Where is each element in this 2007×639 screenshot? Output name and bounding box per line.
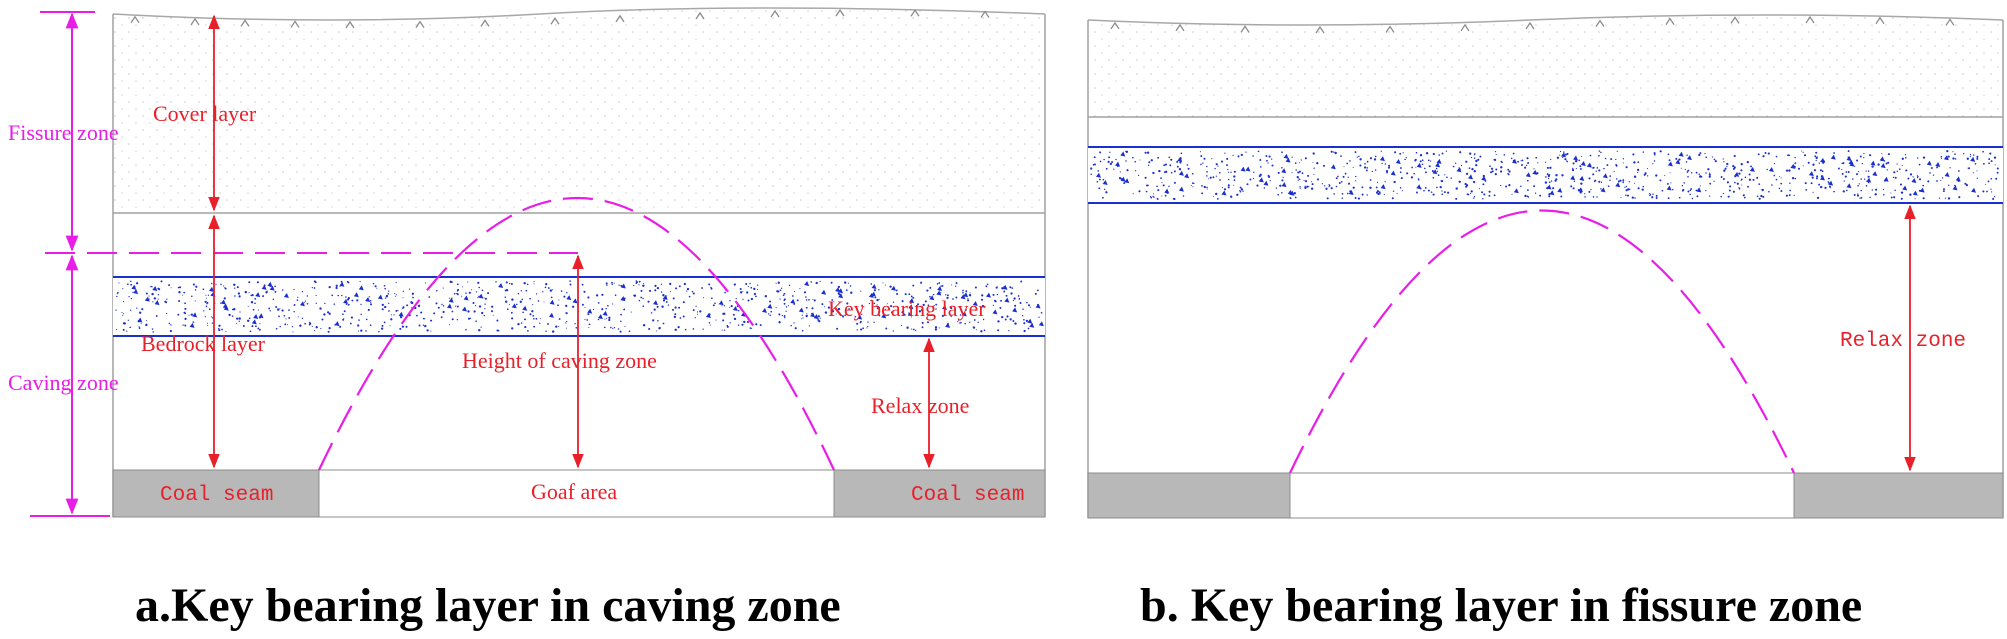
coal-seam-right-block-b [1793,472,2004,519]
cover-layer-region [113,8,1045,213]
goaf-area-label: Goaf area [531,479,617,504]
coal-seam-right-label: Coal seam [911,484,1024,507]
zone-brackets [30,11,110,517]
fissure-zone-label: Fissure zone [8,120,119,145]
caving-zone-label: Caving zone [8,370,119,395]
key-bearing-layer-texture [115,280,1044,333]
dimension-arrows [208,14,935,469]
coal-seam-left-block [112,469,320,518]
coal-seam-right-block [833,469,1046,518]
height-of-caving-zone-label: Height of caving zone [462,348,657,373]
caption-a: a.Key bearing layer in caving zone [135,579,841,632]
caving-arch-b [1289,209,1795,474]
goaf-area-block [318,469,835,518]
key-bearing-layer-band-b [1088,147,2003,203]
bedrock-layer-label: Bedrock layer [141,331,266,356]
panel-a: Fissure zone Caving zone Cover layer Key… [8,7,1046,632]
ground-surface [112,7,1046,21]
key-bearing-layer-label: Key bearing layer [828,296,986,321]
key-bearing-layer-texture-b [1090,149,1999,201]
surface-ticks-b [1110,15,1955,34]
relax-zone-label-b: Relax zone [1840,330,1966,353]
coal-seam-left-block-b [1087,472,1291,519]
surface-ticks [130,8,990,29]
coal-seam-left-label: Coal seam [160,484,273,507]
caption-b: b. Key bearing layer in fissure zone [1140,579,1862,632]
ground-surface-b [1087,14,2004,26]
cover-layer-label: Cover layer [153,101,257,126]
relax-zone-label-a: Relax zone [871,393,969,418]
panel-b: Relax zone b. Key bearing layer in fissu… [1087,14,2004,632]
goaf-area-block-b [1289,472,1795,519]
cover-layer-region-b [1088,15,2003,117]
caving-arch [318,196,835,471]
